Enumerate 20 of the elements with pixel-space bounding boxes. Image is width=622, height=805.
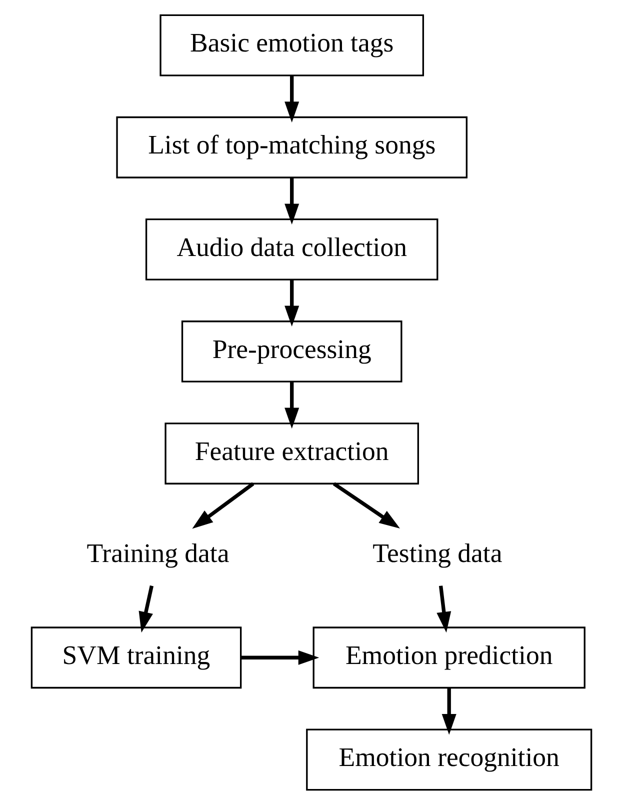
arrow <box>138 585 153 633</box>
arrow <box>284 178 299 224</box>
node-text: Training data <box>86 538 229 568</box>
arrow <box>284 382 299 429</box>
node-box: Audio data collection <box>144 218 438 280</box>
node-box: Emotion prediction <box>312 626 585 689</box>
arrow <box>332 482 400 529</box>
node-box: Basic emotion tags <box>159 14 424 76</box>
arrow <box>441 688 456 735</box>
arrow <box>284 76 299 122</box>
arrow <box>240 650 319 665</box>
node-box: List of top-matching songs <box>116 116 467 178</box>
node-box: Pre-processing <box>180 320 402 382</box>
arrow <box>192 482 254 529</box>
node-box: Emotion recognition <box>306 728 592 791</box>
node-box: Feature extraction <box>164 422 418 484</box>
arrow <box>436 586 451 633</box>
node-text: Testing data <box>372 538 502 568</box>
node-box: SVM training <box>30 626 242 689</box>
arrow <box>284 280 299 327</box>
